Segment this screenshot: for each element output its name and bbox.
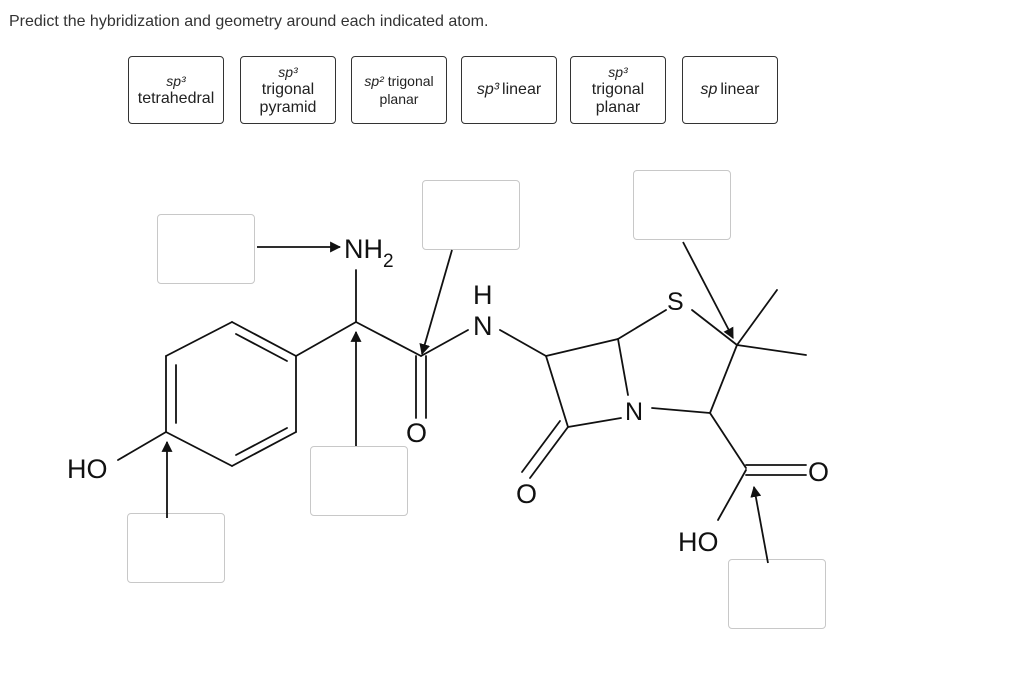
bond [165,431,233,467]
drop-target-acid-oxygen[interactable] [728,559,826,629]
bond [736,289,778,346]
drop-target-nh2-nitrogen[interactable] [157,214,255,284]
atom-label-o-amide: O [406,418,427,448]
bond-inner [235,427,288,456]
bond [231,321,297,357]
bond [717,469,747,521]
choice-geometry: tetrahedral [137,90,215,107]
bond [545,355,569,428]
bond [709,344,738,414]
drop-target-carbonyl-carbon[interactable] [422,180,520,250]
bond [736,344,807,356]
bond [529,426,569,479]
bond [651,407,711,414]
bonds [117,269,807,521]
choice-hybridization-geometry: sp² trigonal [364,73,434,89]
bond-inner [235,333,288,362]
choice-geometry-line2: planar [379,91,419,107]
bond [617,338,629,396]
bond [231,431,297,467]
bond [545,338,619,357]
bond [117,431,167,461]
choice-sp3-trigonal-pyramid[interactable]: sp³ trigonal pyramid [240,56,336,124]
bond [355,321,422,357]
atom-label-s-ring: S [667,288,684,316]
atom-label-n-ring: N [625,398,643,426]
choice-sp3-tetrahedral[interactable]: sp³ tetrahedral [128,56,224,124]
atom-label-ho-acid: HO [678,527,719,557]
bond [709,412,747,469]
atom-label-nh-n: N [473,311,493,341]
bond [691,309,738,346]
atom-label-ho-phenol: HO [67,454,108,484]
drop-target-quaternary-carbon[interactable] [633,170,731,240]
bond [521,420,561,473]
bond [499,329,547,357]
arrow-to-quaternary-carbon [682,241,734,339]
question-prompt: Predict the hybridization and geometry a… [9,13,489,30]
choice-sp2-trigonal-planar[interactable]: sp² trigonal planar [351,56,447,124]
arrow-to-acid-oxygen [750,485,769,564]
atom-label-o-lactam: O [516,479,537,509]
drop-target-alpha-carbon[interactable] [310,446,408,516]
choice-hybridization: sp³ [166,73,186,89]
choice-geometry-line2: pyramid [259,99,317,116]
drop-target-phenol-carbon[interactable] [127,513,225,583]
atom-label-nh2: NH2 [344,234,394,272]
atom-label-o-acid: O [808,457,829,487]
choice-geometry-line2: planar [595,99,641,116]
bond [165,321,233,357]
atom-label-nh-h: H [473,280,493,310]
choice-hybridization: sp³ [608,64,628,80]
pointer-arrows [161,241,769,564]
choice-geometry-line1: trigonal [591,81,645,98]
bond [295,321,357,357]
bond [567,417,622,428]
choice-hybridization: sp³ [278,64,298,80]
bond [617,309,667,340]
choice-geometry-line1: trigonal [261,81,315,98]
arrow-to-carbonyl [419,249,453,356]
choice-sp3-trigonal-planar[interactable]: sp³ trigonal planar [570,56,666,124]
